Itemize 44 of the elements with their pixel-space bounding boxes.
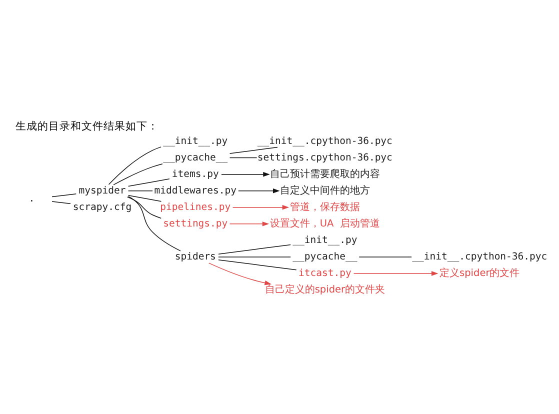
node-text: pipelines.py — [160, 202, 231, 213]
node-text: __init__.cpython-36.pyc — [257, 136, 392, 147]
arrow — [232, 205, 290, 210]
node-text: . — [28, 194, 35, 205]
arrow — [208, 262, 272, 286]
connector — [52, 201, 71, 204]
node-text: __pycache__ — [163, 152, 228, 164]
connector — [358, 256, 412, 258]
connector — [108, 146, 162, 185]
connector — [229, 157, 258, 158]
connector — [126, 196, 162, 219]
connector — [128, 196, 181, 252]
connector — [218, 256, 291, 258]
arrow — [353, 271, 438, 276]
node-text: myspider — [78, 185, 126, 196]
connector — [113, 163, 163, 186]
connector — [128, 178, 170, 187]
node-text: __pycache__ — [292, 251, 358, 262]
node-text: settings.py — [163, 218, 228, 230]
connector — [128, 190, 153, 192]
arrow — [229, 222, 270, 226]
node-text: middlewares.py — [154, 185, 236, 196]
node-text: __init__.py — [163, 136, 228, 147]
node-text: spiders — [174, 251, 216, 262]
node-text: items.py — [172, 168, 219, 180]
connector — [52, 194, 77, 198]
connector — [128, 195, 162, 202]
node-text: itcast.py — [298, 268, 352, 280]
node-text: 自己定义的spider的文件夹 — [264, 284, 386, 296]
diagram-title: 生成的目录和文件结果如下： — [16, 120, 159, 132]
arrow — [238, 188, 280, 194]
node-text: 管道，保存数据 — [290, 202, 360, 213]
node-text: __init__.cpython-36.pyc — [412, 251, 548, 262]
connector — [218, 259, 297, 270]
node-text: settings.cpython-36.pyc — [257, 152, 392, 164]
arrow — [221, 172, 270, 177]
node-text: scrapy.cfg — [72, 202, 132, 213]
connector — [229, 146, 278, 154]
node-text: 定义spider的文件 — [440, 268, 520, 280]
node-text: 自定义中间件的地方 — [280, 185, 370, 196]
node-text: 自己预计需要爬取的内容 — [270, 168, 380, 180]
node-text: 设置文件，UA 启动管道 — [270, 218, 380, 230]
connector — [218, 244, 291, 254]
node-text: __init__.py — [292, 234, 358, 246]
